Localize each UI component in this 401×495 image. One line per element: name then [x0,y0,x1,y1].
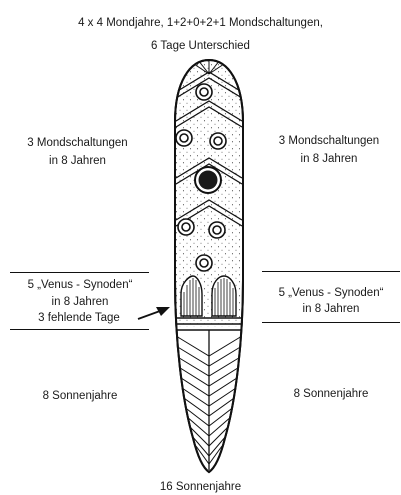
left-sun-label: 8 Sonnenjahre [10,389,150,403]
right-venus-label-2: in 8 Jahren [262,302,400,316]
right-venus-bottom-rule [262,322,400,323]
left-venus-label-3: 3 fehlende Tage [10,311,148,325]
left-venus-bottom-rule [10,329,149,330]
right-venus-label-1: 5 „Venus - Synoden“ [262,286,400,300]
right-moon-label-2: in 8 Jahren [258,152,400,166]
left-venus-label-2: in 8 Jahren [10,295,150,309]
header-line-1: 4 x 4 Mondjahre, 1+2+0+2+1 Mondschaltung… [0,16,401,30]
left-venus-label-1: 5 „Venus - Synoden“ [10,278,150,292]
right-moon-label-1: 3 Mondschaltungen [258,134,400,148]
left-venus-top-rule [10,272,149,273]
left-moon-label-2: in 8 Jahren [10,154,145,168]
right-sun-label: 8 Sonnenjahre [262,387,400,401]
left-moon-label-1: 3 Mondschaltungen [10,136,145,150]
central-boss [195,167,221,193]
footer-label: 16 Sonnenjahre [0,480,401,494]
header-line-2: 6 Tage Unterschied [0,39,401,53]
right-venus-top-rule [262,271,400,272]
